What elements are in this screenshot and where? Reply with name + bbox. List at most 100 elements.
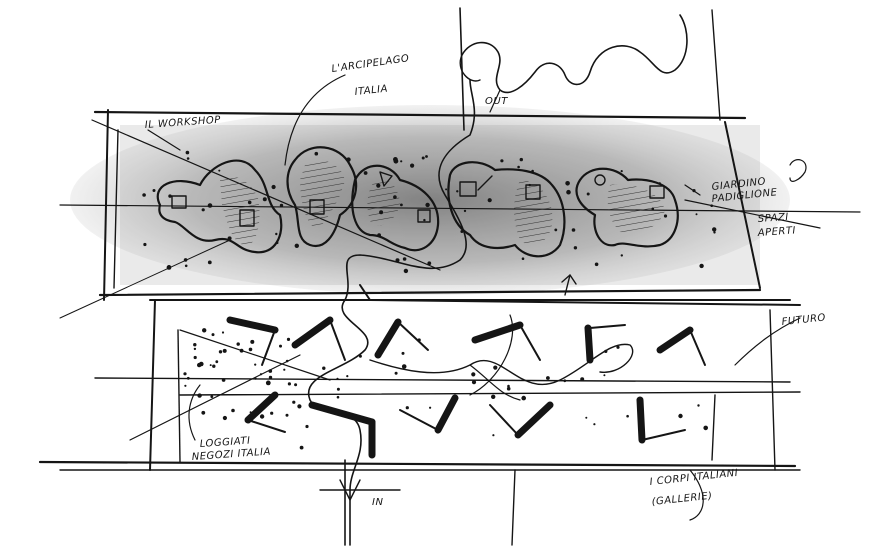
scatter-dot bbox=[573, 246, 578, 250]
label-italia: ITALIA bbox=[354, 84, 388, 98]
scatter-dot bbox=[493, 365, 498, 370]
scatter-dot bbox=[663, 214, 668, 218]
scatter-dot bbox=[231, 408, 235, 413]
label-out: OUT bbox=[485, 96, 508, 107]
scatter-dot bbox=[279, 344, 282, 348]
scatter-dot bbox=[554, 228, 558, 232]
label-corpi: I CORPI ITALIANI bbox=[649, 468, 739, 488]
scatter-dot bbox=[201, 410, 206, 415]
scatter-dot bbox=[143, 242, 147, 247]
scatter-dot bbox=[262, 197, 267, 202]
label-arcipelago: L'ARCIPELAGO bbox=[331, 53, 410, 75]
label-aperti: APERTI bbox=[756, 225, 796, 239]
scatter-dot bbox=[425, 155, 428, 158]
scatter-dot bbox=[500, 159, 504, 163]
scatter-dot bbox=[710, 204, 713, 207]
scatter-dot bbox=[250, 339, 255, 344]
scatter-dot bbox=[283, 368, 286, 371]
scatter-dot bbox=[265, 380, 271, 386]
scatter-dot bbox=[299, 445, 304, 450]
scatter-dot bbox=[248, 347, 253, 352]
scatter-dot bbox=[292, 400, 296, 404]
scatter-dot bbox=[678, 413, 683, 419]
scatter-dot bbox=[393, 157, 398, 162]
scatter-dot bbox=[471, 372, 476, 377]
scatter-dot bbox=[193, 355, 197, 360]
scatter-dot bbox=[703, 425, 708, 431]
scatter-dot bbox=[410, 163, 415, 168]
pavilions bbox=[226, 316, 706, 459]
scatter-dot bbox=[287, 382, 291, 386]
scatter-dot bbox=[227, 236, 232, 241]
scatter-dot bbox=[209, 364, 212, 367]
scatter-dot bbox=[152, 189, 156, 192]
scatter-dot bbox=[305, 424, 309, 429]
label-loggiati: LOGGIATI bbox=[199, 435, 250, 450]
scatter-dot bbox=[463, 209, 467, 213]
scatter-dot bbox=[506, 386, 511, 391]
scatter-dot bbox=[603, 374, 606, 377]
scatter-dot bbox=[211, 333, 215, 337]
scatter-dot bbox=[210, 395, 214, 398]
scatter-dot bbox=[184, 384, 187, 387]
scatter-dot bbox=[445, 188, 448, 191]
scatter-dot bbox=[346, 157, 351, 162]
scatter-dot bbox=[322, 366, 326, 370]
islands bbox=[156, 146, 679, 258]
scatter-dot bbox=[658, 182, 661, 185]
winding-path bbox=[307, 7, 721, 546]
scatter-dot bbox=[571, 228, 576, 232]
scatter-dot bbox=[521, 395, 526, 401]
scatter-dot bbox=[421, 156, 425, 160]
scatter-dot bbox=[221, 331, 225, 334]
scatter-dot bbox=[712, 227, 717, 232]
scatter-dot bbox=[218, 350, 223, 354]
scatter-dot bbox=[276, 241, 279, 245]
lower-band bbox=[38, 284, 801, 471]
scatter-dot bbox=[215, 360, 219, 364]
scatter-dot bbox=[279, 203, 284, 208]
scatter-dot bbox=[620, 254, 623, 257]
scatter-dot bbox=[456, 190, 459, 193]
scatter-dot bbox=[586, 192, 590, 196]
scatter-dot bbox=[471, 380, 477, 385]
label-in: IN bbox=[372, 497, 383, 508]
scatter-dot bbox=[193, 343, 197, 347]
scatter-dot bbox=[207, 203, 213, 208]
scatter-dot bbox=[142, 193, 146, 197]
scatter-dot bbox=[294, 243, 299, 248]
scatter-dot bbox=[186, 157, 190, 160]
scatter-dot bbox=[336, 395, 340, 399]
label-spazi: SPAZI bbox=[757, 212, 789, 225]
scatter-dot bbox=[183, 372, 187, 376]
scatter-dot bbox=[507, 384, 510, 388]
scatter-dot bbox=[247, 200, 252, 205]
label-futuro: FUTURO bbox=[781, 312, 826, 328]
scatter-dot bbox=[528, 183, 531, 187]
upper-band bbox=[59, 105, 861, 319]
scatter-dot bbox=[377, 233, 381, 238]
scatter-dot bbox=[531, 169, 534, 173]
scatter-dot bbox=[212, 364, 216, 368]
scatter-dot bbox=[403, 268, 409, 274]
scatter-dot bbox=[314, 151, 319, 156]
scatter-dot bbox=[199, 361, 204, 367]
scatter-dot bbox=[297, 404, 302, 409]
scatter-dot bbox=[487, 198, 492, 203]
scatter-dot bbox=[376, 183, 381, 188]
scatter-dot bbox=[346, 375, 349, 378]
scatter-dot bbox=[713, 231, 716, 234]
scatter-dot bbox=[699, 263, 704, 269]
scatter-dot bbox=[254, 363, 257, 366]
scatter-dot bbox=[695, 213, 698, 216]
scatter-dot bbox=[168, 194, 172, 198]
scatter-dot bbox=[379, 210, 384, 215]
scatter-dot bbox=[166, 265, 172, 270]
scatter-dot bbox=[423, 218, 426, 222]
scatter-dot bbox=[336, 387, 340, 391]
label-workshop: IL WORKSHOP bbox=[144, 115, 221, 131]
scatter-dot bbox=[401, 364, 407, 369]
scatter-dot bbox=[183, 258, 188, 262]
scatter-dot bbox=[236, 342, 240, 346]
